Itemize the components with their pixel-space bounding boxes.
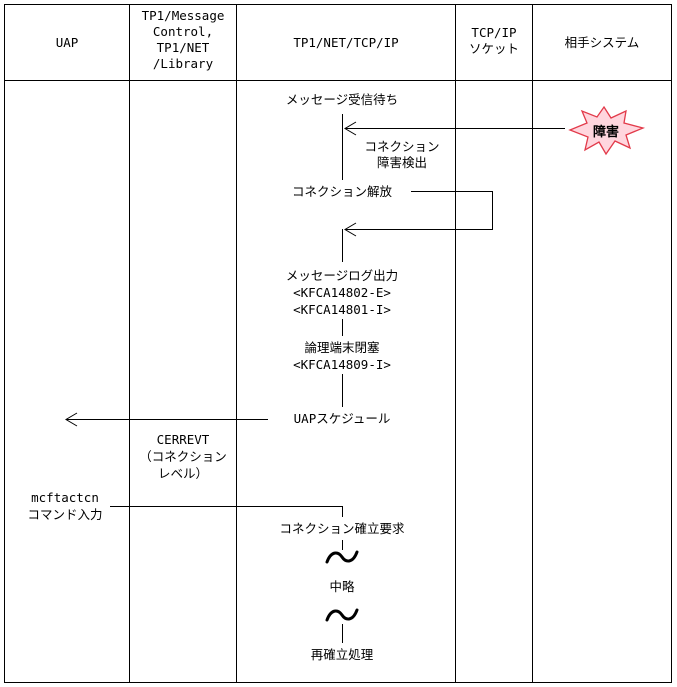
fault-arrowhead [344,121,357,136]
fault-burst [568,105,646,156]
step-uap-schedule: UAPスケジュール [293,411,391,426]
step-command-input: mcftactcn コマンド入力 [5,489,125,523]
step-omitted: 中略 [329,579,355,594]
header-line: ソケット [468,41,519,56]
command-name: mcftactcn [31,490,99,505]
step-line: （コネクション [139,449,227,464]
step-message-log: メッセージログ出力 <KFCA14802-E> <KFCA14801-I> [262,267,422,318]
message-id: <KFCA14809-I> [293,357,391,372]
column-header-uap: UAP [55,35,79,50]
message-id: <KFCA14802-E> [293,285,391,300]
fault-label: 障害 [592,125,619,140]
step-line: メッセージログ出力 [285,268,399,283]
header-line: TCP/IP [471,25,517,40]
command-line [110,506,343,517]
column-header-tcpip: TP1/NET/TCP/IP [293,35,399,50]
diagram-border [4,4,672,683]
step-reestablish: 再確立処理 [310,647,374,662]
step-line: レベル） [157,466,208,481]
header-line: Control, [152,24,214,39]
event-cerrevt: CERREVT （コネクション レベル） [130,431,236,482]
omit-tilde-1 [325,550,359,564]
step-line: 障害検出 [376,155,427,170]
message-id: <KFCA14801-I> [293,302,391,317]
schedule-arrowhead [65,412,78,427]
header-line: /Library [152,56,214,71]
step-logical-terminal-block: 論理端末閉塞 <KFCA14809-I> [262,339,422,373]
header-line: TP1/NET [156,40,210,55]
column-header-tp1-message-control: TP1/Message Control, TP1/NET /Library [130,8,236,72]
step-line: コマンド入力 [27,507,103,522]
column-header-partner-system: 相手システム [564,35,640,50]
omit-tilde-2 [325,608,359,622]
step-line: 論理端末閉塞 [304,340,380,355]
step-line: コネクション [364,139,440,154]
step-message-wait: メッセージ受信待ち [285,92,399,107]
header-line: TP1/Message [141,8,225,23]
release-loop [345,191,493,230]
column-header-socket: TCP/IP ソケット [456,25,532,57]
step-connection-establish: コネクション確立要求 [279,521,405,536]
release-arrowhead [344,222,357,237]
step-fault-detect: コネクション 障害検出 [352,139,452,171]
step-line: CERREVT [156,432,210,447]
step-connection-release: コネクション解放 [291,184,392,199]
